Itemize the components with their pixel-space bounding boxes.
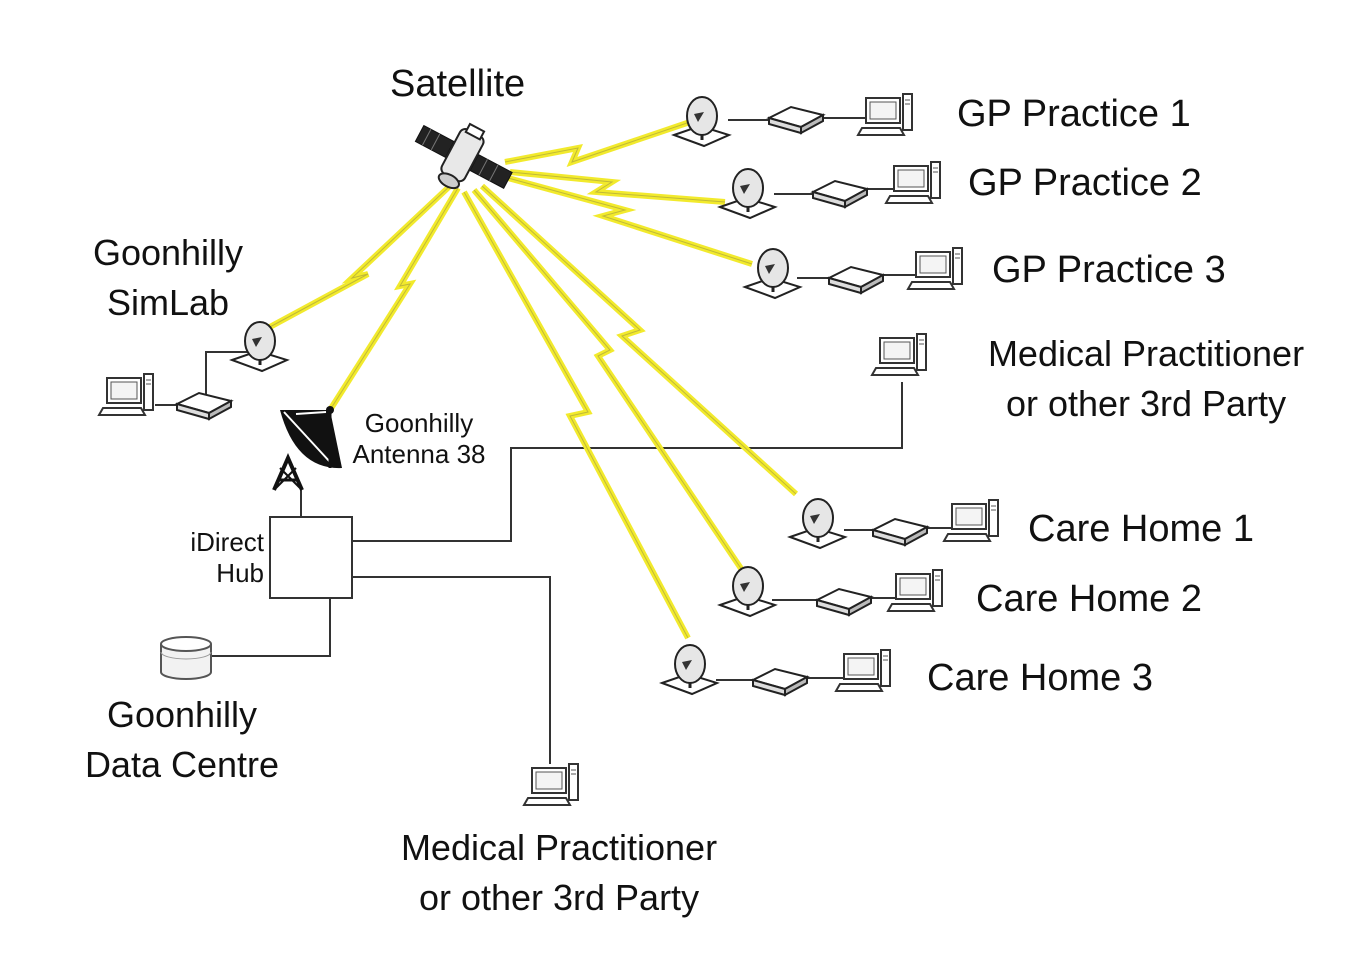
hub-line-1: iDirect <box>190 527 264 557</box>
satellite-dish-icon-care3 <box>660 643 719 696</box>
care-home-3-label: Care Home 3 <box>927 657 1153 699</box>
link-hub-data-centre <box>211 598 331 657</box>
computer-icon-gp3 <box>907 247 963 290</box>
third-party-bottom-label: Medical Practitioner or other 3rd Party <box>372 823 746 923</box>
third-party-right-line-2: or other 3rd Party <box>1005 383 1287 424</box>
radio-link-gp1 <box>504 119 691 168</box>
third-party-right-label: Medical Practitioner or other 3rd Party <box>960 329 1332 429</box>
gp-practice-3-label: GP Practice 3 <box>992 249 1226 291</box>
hub-line-2: Hub <box>216 558 264 588</box>
database-icon <box>160 636 212 680</box>
third-party-bottom-line-1: Medical Practitioner <box>400 827 718 868</box>
computer-icon-simlab <box>98 373 154 416</box>
computer-icon-care2 <box>887 569 943 612</box>
link-hub-third-party-bottom <box>352 576 551 764</box>
data-centre-label: Goonhilly Data Centre <box>60 690 304 790</box>
third-party-right-line-1: Medical Practitioner <box>987 333 1305 374</box>
satellite-dish-icon-care1 <box>788 497 847 550</box>
computer-icon-gp1 <box>857 93 913 136</box>
satellite-dish-icon-simlab <box>230 320 289 373</box>
satellite-dish-icon-gp2 <box>718 167 777 220</box>
computer-icon-gp2 <box>885 161 941 204</box>
satellite-label: Satellite <box>390 63 526 105</box>
gp-practice-2-label: GP Practice 2 <box>968 162 1202 204</box>
satellite-dish-icon-gp3 <box>743 247 802 300</box>
ground-station-antenna-icon <box>272 406 342 491</box>
modem-icon-simlab <box>176 392 232 420</box>
modem-icon-care2 <box>816 588 872 616</box>
satellite-icon <box>414 122 513 190</box>
simlab-line-1: Goonhilly <box>92 232 244 273</box>
wired-links <box>155 117 952 764</box>
third-party-bottom-line-2: or other 3rd Party <box>418 877 700 918</box>
modem-icon-gp2 <box>812 180 868 208</box>
data-centre-line-1: Goonhilly <box>106 694 258 735</box>
computer-icon-care1 <box>943 499 999 542</box>
link-simlab-dish-modem <box>205 351 262 400</box>
simlab-label: Goonhilly SimLab <box>70 228 266 328</box>
modem-icon-care3 <box>752 668 808 696</box>
modem-icon-gp3 <box>828 266 884 294</box>
link-hub-third-party-right <box>352 382 903 542</box>
antenna-line-1: Goonhilly <box>364 408 474 438</box>
computer-icon-care3 <box>835 649 891 692</box>
radio-link-gp3 <box>507 175 753 267</box>
antenna-label: Goonhilly Antenna 38 <box>344 408 494 470</box>
radio-link-simlab <box>266 181 455 331</box>
radio-link-cores <box>267 121 797 639</box>
antenna-line-2: Antenna 38 <box>352 439 486 469</box>
gp-practice-1-label: GP Practice 1 <box>957 93 1191 135</box>
care-home-1-label: Care Home 1 <box>1028 508 1254 550</box>
simlab-line-2: SimLab <box>106 282 230 323</box>
hub-label: iDirect Hub <box>160 527 264 589</box>
data-centre-line-2: Data Centre <box>84 744 280 785</box>
computer-icon-third-party-bottom <box>523 763 579 806</box>
care-home-2-label: Care Home 2 <box>976 578 1202 620</box>
computer-icon-third-party-right <box>871 333 927 376</box>
idirect-hub-box <box>269 516 353 599</box>
modem-icon-care1 <box>872 518 928 546</box>
modem-icon-gp1 <box>768 106 824 134</box>
satellite-dish-icon-care2 <box>718 565 777 618</box>
